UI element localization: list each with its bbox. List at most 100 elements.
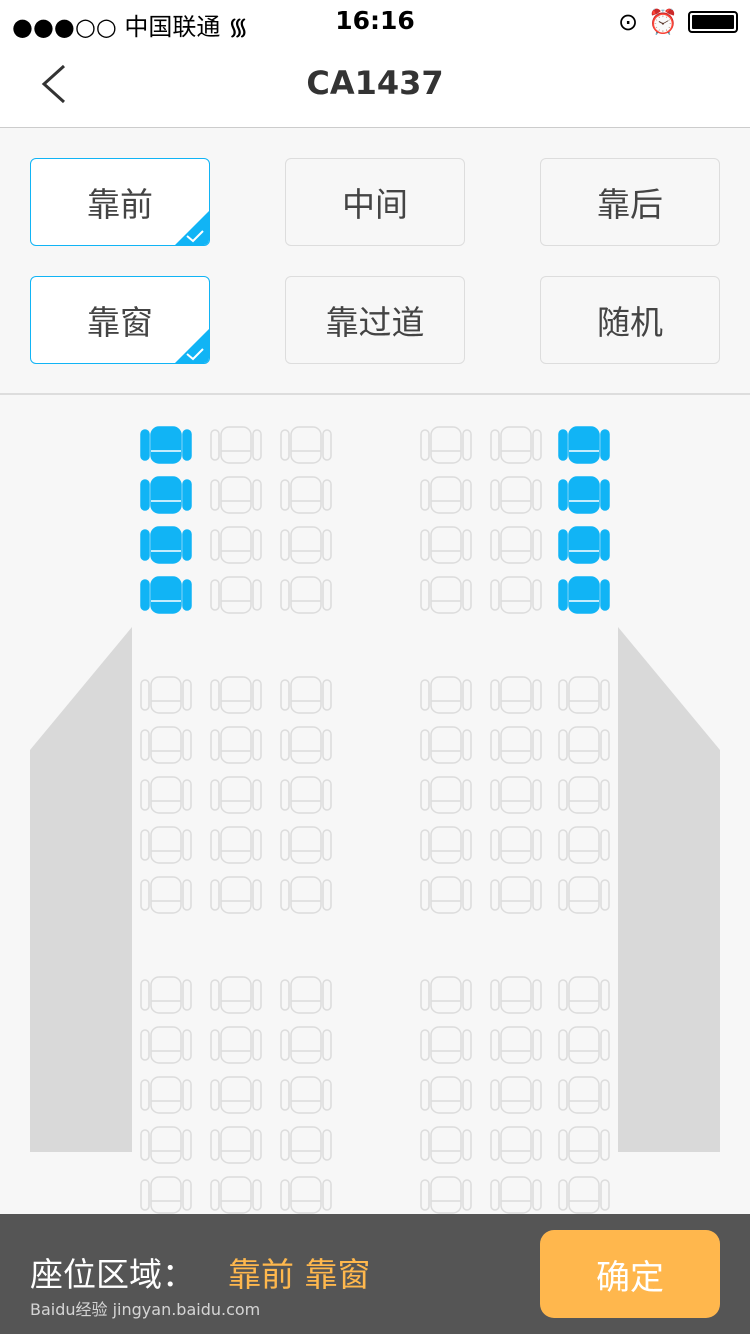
seat[interactable] bbox=[210, 526, 262, 564]
seat[interactable] bbox=[420, 976, 472, 1014]
left-wing bbox=[30, 627, 132, 1152]
seat[interactable] bbox=[210, 1176, 262, 1214]
seat[interactable] bbox=[280, 976, 332, 1014]
seat[interactable] bbox=[140, 976, 192, 1014]
seat-selected[interactable] bbox=[558, 576, 610, 614]
filter-label: 靠前 bbox=[87, 185, 153, 224]
seat-preference-filters: 靠前 中间靠后靠窗靠过道 随机 bbox=[0, 129, 750, 395]
seat[interactable] bbox=[558, 876, 610, 914]
seat[interactable] bbox=[558, 826, 610, 864]
seat[interactable] bbox=[558, 726, 610, 764]
seat[interactable] bbox=[210, 776, 262, 814]
confirm-button[interactable]: 确定 bbox=[540, 1230, 720, 1318]
filter-chip[interactable]: 靠过道 bbox=[285, 276, 465, 364]
seat[interactable] bbox=[420, 576, 472, 614]
seat[interactable] bbox=[280, 1026, 332, 1064]
seat[interactable] bbox=[210, 976, 262, 1014]
seat[interactable] bbox=[558, 1176, 610, 1214]
seat[interactable] bbox=[210, 1126, 262, 1164]
seat[interactable] bbox=[140, 1176, 192, 1214]
seat[interactable] bbox=[210, 426, 262, 464]
seat[interactable] bbox=[490, 1076, 542, 1114]
seat[interactable] bbox=[490, 776, 542, 814]
seat[interactable] bbox=[490, 1126, 542, 1164]
seat[interactable] bbox=[420, 1176, 472, 1214]
seat[interactable] bbox=[210, 676, 262, 714]
seat[interactable] bbox=[490, 826, 542, 864]
seat-selected[interactable] bbox=[558, 426, 610, 464]
cabin-wings bbox=[30, 627, 720, 1152]
seat[interactable] bbox=[280, 826, 332, 864]
seat-selected[interactable] bbox=[140, 476, 192, 514]
seat-selected[interactable] bbox=[558, 526, 610, 564]
seat[interactable] bbox=[490, 576, 542, 614]
seat-selected[interactable] bbox=[558, 476, 610, 514]
seat[interactable] bbox=[140, 1076, 192, 1114]
seat[interactable] bbox=[420, 826, 472, 864]
seat[interactable] bbox=[420, 526, 472, 564]
seat[interactable] bbox=[280, 876, 332, 914]
seat[interactable] bbox=[490, 1026, 542, 1064]
seat[interactable] bbox=[280, 476, 332, 514]
seat[interactable] bbox=[558, 676, 610, 714]
seat[interactable] bbox=[490, 476, 542, 514]
seat[interactable] bbox=[558, 776, 610, 814]
seat[interactable] bbox=[490, 426, 542, 464]
seat[interactable] bbox=[140, 776, 192, 814]
seat[interactable] bbox=[280, 576, 332, 614]
seat-selected[interactable] bbox=[140, 426, 192, 464]
filter-chip[interactable]: 靠后 bbox=[540, 158, 720, 246]
seat[interactable] bbox=[140, 826, 192, 864]
seat[interactable] bbox=[210, 726, 262, 764]
seat[interactable] bbox=[420, 776, 472, 814]
seat[interactable] bbox=[490, 1176, 542, 1214]
seat[interactable] bbox=[280, 426, 332, 464]
seat[interactable] bbox=[280, 1126, 332, 1164]
seat[interactable] bbox=[420, 676, 472, 714]
filter-chip[interactable]: 靠窗 bbox=[30, 276, 210, 364]
seat[interactable] bbox=[558, 1076, 610, 1114]
seat[interactable] bbox=[140, 676, 192, 714]
back-button[interactable] bbox=[38, 62, 78, 106]
seat[interactable] bbox=[420, 876, 472, 914]
seat[interactable] bbox=[140, 1026, 192, 1064]
seat[interactable] bbox=[210, 1026, 262, 1064]
seat[interactable] bbox=[210, 826, 262, 864]
seat[interactable] bbox=[420, 726, 472, 764]
seat[interactable] bbox=[420, 1026, 472, 1064]
seat[interactable] bbox=[210, 576, 262, 614]
seat[interactable] bbox=[140, 1126, 192, 1164]
filter-chip[interactable]: 随机 bbox=[540, 276, 720, 364]
seat[interactable] bbox=[420, 476, 472, 514]
seat[interactable] bbox=[558, 1126, 610, 1164]
chevron-left-icon bbox=[41, 64, 66, 104]
seat-selected[interactable] bbox=[140, 576, 192, 614]
seat[interactable] bbox=[420, 1126, 472, 1164]
seat[interactable] bbox=[490, 976, 542, 1014]
seat[interactable] bbox=[420, 426, 472, 464]
seat[interactable] bbox=[210, 476, 262, 514]
seat[interactable] bbox=[490, 526, 542, 564]
seat[interactable] bbox=[558, 976, 610, 1014]
seat[interactable] bbox=[558, 1026, 610, 1064]
status-bar: ●●●○○ 中国联通 ᯾ 16:16 ⊙⏰ bbox=[0, 0, 750, 41]
seat[interactable] bbox=[210, 876, 262, 914]
seat[interactable] bbox=[280, 1176, 332, 1214]
seat[interactable] bbox=[420, 1076, 472, 1114]
seat[interactable] bbox=[280, 1076, 332, 1114]
filter-chip[interactable]: 靠前 bbox=[30, 158, 210, 246]
seat[interactable] bbox=[490, 876, 542, 914]
seat[interactable] bbox=[210, 1076, 262, 1114]
seat[interactable] bbox=[490, 726, 542, 764]
filter-chip[interactable]: 中间 bbox=[285, 158, 465, 246]
seat[interactable] bbox=[490, 676, 542, 714]
bottom-bar: 座位区域： 靠前 靠窗 确定 bbox=[0, 1214, 750, 1334]
seat[interactable] bbox=[140, 726, 192, 764]
seat[interactable] bbox=[140, 876, 192, 914]
seat-selected[interactable] bbox=[140, 526, 192, 564]
filter-label: 随机 bbox=[597, 303, 663, 342]
seat[interactable] bbox=[280, 776, 332, 814]
seat[interactable] bbox=[280, 676, 332, 714]
seat[interactable] bbox=[280, 526, 332, 564]
seat[interactable] bbox=[280, 726, 332, 764]
